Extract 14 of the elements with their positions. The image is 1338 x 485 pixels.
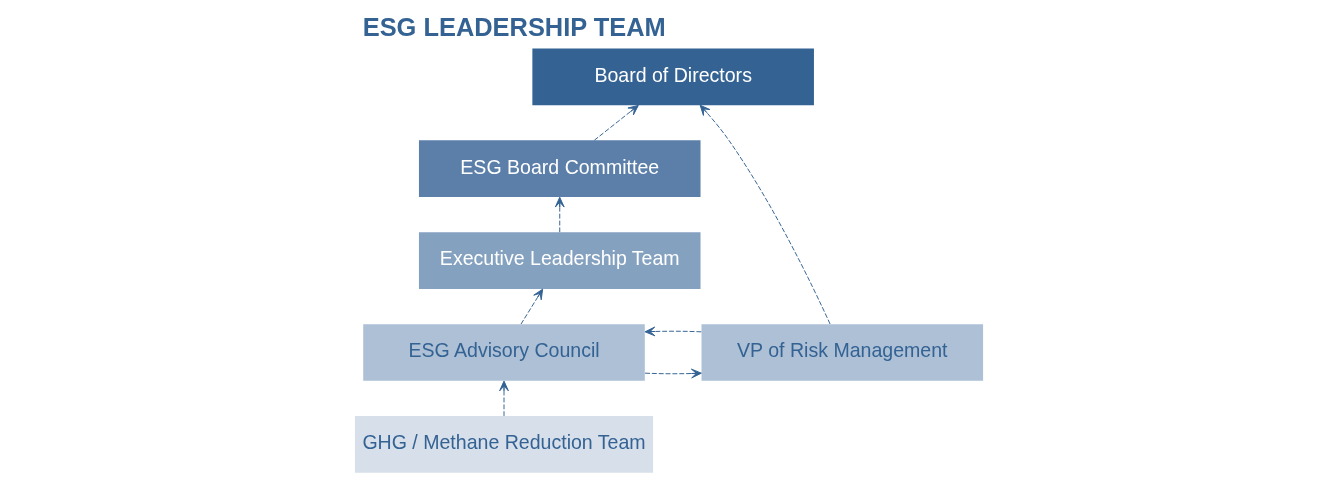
arrow — [644, 368, 702, 379]
arrow — [593, 104, 639, 141]
node-box: Executive Leadership Team — [418, 232, 701, 289]
node-box: VP of Risk Management — [701, 324, 984, 381]
arrow — [554, 196, 565, 233]
diagram-title: ESG LEADERSHIP TEAM — [362, 12, 666, 41]
node-box: ESG Board Committee — [418, 140, 701, 198]
arrow — [499, 380, 509, 417]
node-box: ESG Advisory Council — [363, 324, 645, 381]
node-box: GHG / Methane Reduction Team — [354, 416, 654, 473]
arrow — [644, 326, 702, 337]
arrow — [520, 288, 544, 325]
arrow — [699, 104, 831, 325]
node-box: Board of Directors — [532, 48, 814, 106]
